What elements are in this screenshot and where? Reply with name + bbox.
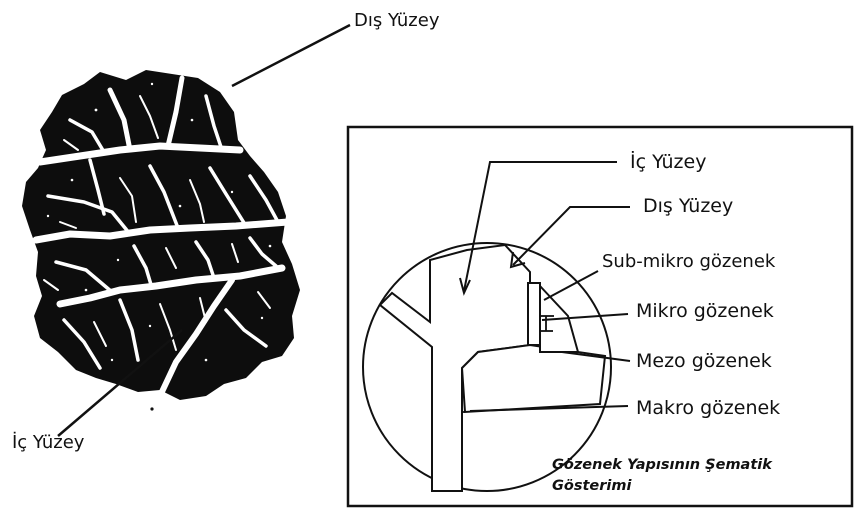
porous-particle — [22, 70, 300, 400]
particle-inner-surface-label: İç Yüzey — [12, 432, 84, 454]
sub-micro-pore-label: Sub-mikro gözenek — [602, 251, 775, 273]
particle-outer-surface-leader — [232, 25, 350, 86]
micro-pore-channel — [528, 283, 540, 345]
caption-line-2: Gösterimi — [552, 476, 772, 497]
inner-surface-label: İç Yüzey — [630, 151, 706, 173]
schematic-caption: Gözenek Yapısının Şematik Gösterimi — [552, 455, 772, 497]
outer-surface-label: Dış Yüzey — [643, 195, 733, 217]
meso-pore-label: Mezo gözenek — [636, 350, 772, 372]
particle-stray-dot — [150, 407, 153, 410]
particle-outer-surface-label: Dış Yüzey — [354, 10, 439, 32]
micro-pore-label: Mikro gözenek — [636, 300, 774, 322]
macro-pore-label: Makro gözenek — [636, 397, 780, 419]
caption-line-1: Gözenek Yapısının Şematik — [552, 455, 772, 476]
